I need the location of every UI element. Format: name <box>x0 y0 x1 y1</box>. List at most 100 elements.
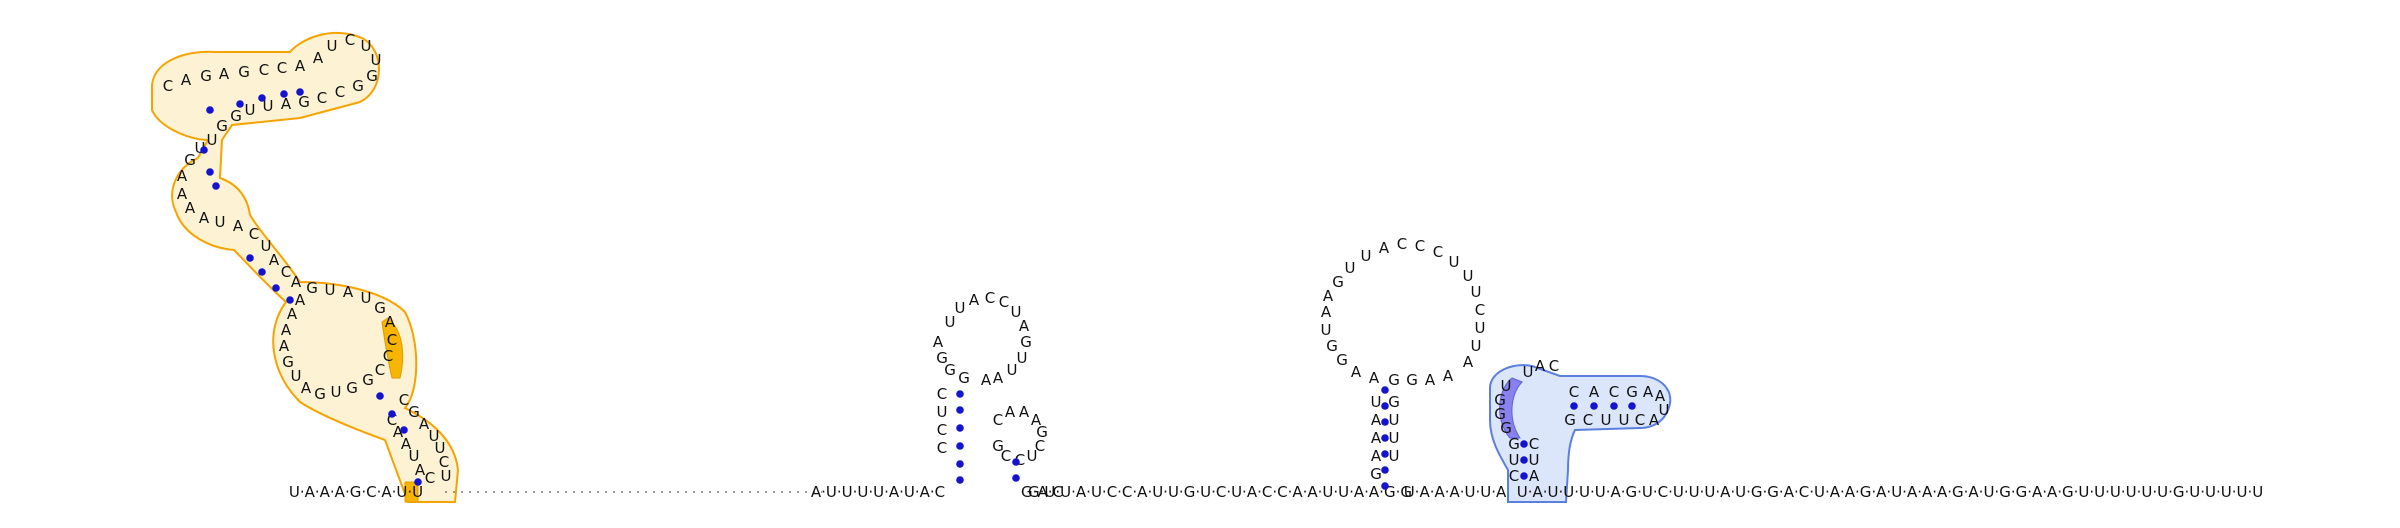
left-domain-nucleotide: A <box>313 49 324 67</box>
left-domain-nucleotide: A <box>415 461 426 479</box>
left-domain-nucleotide: U <box>331 383 342 401</box>
left-domain-nucleotide: C <box>383 347 393 365</box>
right-domain-nucleotide: U <box>1529 451 1540 469</box>
left-domain-nucleotide: C <box>345 31 355 49</box>
left-domain-nucleotide: G <box>282 353 294 371</box>
hairpin-1-nucleotide: G <box>1020 333 1032 351</box>
hairpin-3-nucleotide: G <box>1388 393 1400 411</box>
right-domain-pair <box>1570 402 1578 410</box>
left-domain-nucleotide: C <box>387 331 397 349</box>
hairpin-1-nucleotide: A <box>981 371 992 389</box>
hairpin-3-nucleotide: U <box>1471 283 1482 301</box>
left-domain-nucleotide: A <box>219 65 230 83</box>
hairpin-1-nucleotide: U <box>1017 349 1028 367</box>
hairpin-1-nucleotide: A <box>993 369 1004 387</box>
hairpin-3-nucleotide: A <box>1369 369 1380 387</box>
left-domain-nucleotide: U <box>291 367 302 385</box>
hairpin-3-nucleotide: A <box>1351 363 1362 381</box>
left-domain-nucleotide: G <box>298 93 310 111</box>
left-domain-nucleotide: A <box>233 217 244 235</box>
hairpin-1-nucleotide: G <box>944 361 956 379</box>
left-domain-pair <box>258 94 266 102</box>
right-domain-nucleotide: A <box>1643 383 1654 401</box>
hairpin-1-pair <box>956 406 964 414</box>
hairpin-2-nucleotide: C <box>1015 451 1025 469</box>
hairpin-1-nucleotide: C <box>937 385 947 403</box>
hairpin-3-pair <box>1381 418 1389 426</box>
right-domain-pair <box>1628 402 1636 410</box>
highlight-region-left-domain <box>150 32 460 503</box>
right-domain-pair <box>1520 440 1528 448</box>
left-domain-nucleotide: U <box>325 281 336 299</box>
hairpin-3-pair <box>1381 402 1389 410</box>
right-domain-pair <box>1590 402 1598 410</box>
right-domain-nucleotide: U <box>1509 451 1520 469</box>
hairpin-3-nucleotide: U <box>1321 321 1332 339</box>
left-domain-nucleotide: A <box>419 415 430 433</box>
left-domain-pair <box>286 296 294 304</box>
right-domain-nucleotide: C <box>1583 411 1593 429</box>
right-domain-nucleotide: A <box>1535 357 1546 375</box>
left-domain-nucleotide: A <box>177 167 188 185</box>
right-domain-pair <box>1610 402 1618 410</box>
hairpin-3-nucleotide: G <box>1370 465 1382 483</box>
left-domain-nucleotide: G <box>230 107 242 125</box>
right-domain-nucleotide: G <box>1500 419 1512 437</box>
backbone-start: U·A·A·A·G·C·A·U·U <box>289 483 423 501</box>
hairpin-1-pair <box>956 424 964 432</box>
left-domain-pair <box>272 284 280 292</box>
left-domain-nucleotide: A <box>185 199 196 217</box>
hairpin-2-nucleotide: C <box>1035 437 1045 455</box>
hairpin-2-nucleotide: C <box>993 411 1003 429</box>
right-domain-nucleotide: U <box>1659 401 1670 419</box>
hairpin-3-nucleotide: U <box>1389 411 1400 429</box>
right-domain-nucleotide: G <box>1494 391 1506 409</box>
left-domain-nucleotide: U <box>409 447 420 465</box>
left-domain-nucleotide: G <box>408 403 420 421</box>
hairpin-3-nucleotide: A <box>1323 287 1334 305</box>
right-domain-nucleotide: A <box>1529 467 1540 485</box>
hairpin-1-nucleotide: C <box>937 421 947 439</box>
left-domain-nucleotide: G <box>346 379 358 397</box>
right-domain-pair <box>1520 472 1528 480</box>
left-domain-nucleotide: A <box>301 379 312 397</box>
left-domain-nucleotide: U <box>371 51 382 69</box>
left-domain-nucleotide: G <box>184 151 196 169</box>
hairpin-3-nucleotide: U <box>1389 447 1400 465</box>
left-domain-nucleotide: G <box>366 67 378 85</box>
hairpin-3-nucleotide: A <box>1321 303 1332 321</box>
left-domain-nucleotide: A <box>181 71 192 89</box>
backbone-mid: A·U·U·U·U·A·U·A·C <box>811 483 945 501</box>
hairpin-3-nucleotide: G <box>1336 351 1348 369</box>
hairpin-3-nucleotide: A <box>1463 353 1474 371</box>
right-domain-nucleotide: C <box>1635 411 1645 429</box>
hairpin-1-nucleotide: U <box>955 299 966 317</box>
hairpin-2-nucleotide: G <box>1036 423 1048 441</box>
left-domain-nucleotide: C <box>317 89 327 107</box>
left-domain-pair <box>376 392 384 400</box>
hairpin-1-pair <box>956 390 964 398</box>
right-domain-nucleotide: A <box>1649 411 1660 429</box>
left-domain-nucleotide: C <box>281 263 291 281</box>
left-domain-nucleotide: A <box>199 209 210 227</box>
right-domain-nucleotide: U <box>1601 411 1612 429</box>
right-domain-nucleotide: G <box>1626 383 1638 401</box>
hairpin-3-nucleotide: U <box>1345 259 1356 277</box>
backbone-mid2: G·A·C <box>1021 483 1063 501</box>
hairpin-3-nucleotide: A <box>1425 371 1436 389</box>
left-domain-pair <box>296 88 304 96</box>
right-domain-nucleotide: C <box>1529 435 1539 453</box>
hairpin-3-nucleotide: A <box>1371 429 1382 447</box>
left-domain-nucleotide: A <box>281 95 292 113</box>
left-domain-nucleotide: G <box>200 67 212 85</box>
hairpin-1-nucleotide: A <box>969 291 980 309</box>
left-domain-nucleotide: A <box>269 251 280 269</box>
right-domain-nucleotide: U <box>1619 411 1630 429</box>
hairpin-1-nucleotide: A <box>1019 317 1030 335</box>
left-domain-nucleotide: G <box>216 117 228 135</box>
left-domain-pair <box>258 268 266 276</box>
left-domain-nucleotide: U <box>435 439 446 457</box>
hairpin-1-nucleotide: U <box>1011 303 1022 321</box>
right-domain-nucleotide: C <box>1509 467 1519 485</box>
